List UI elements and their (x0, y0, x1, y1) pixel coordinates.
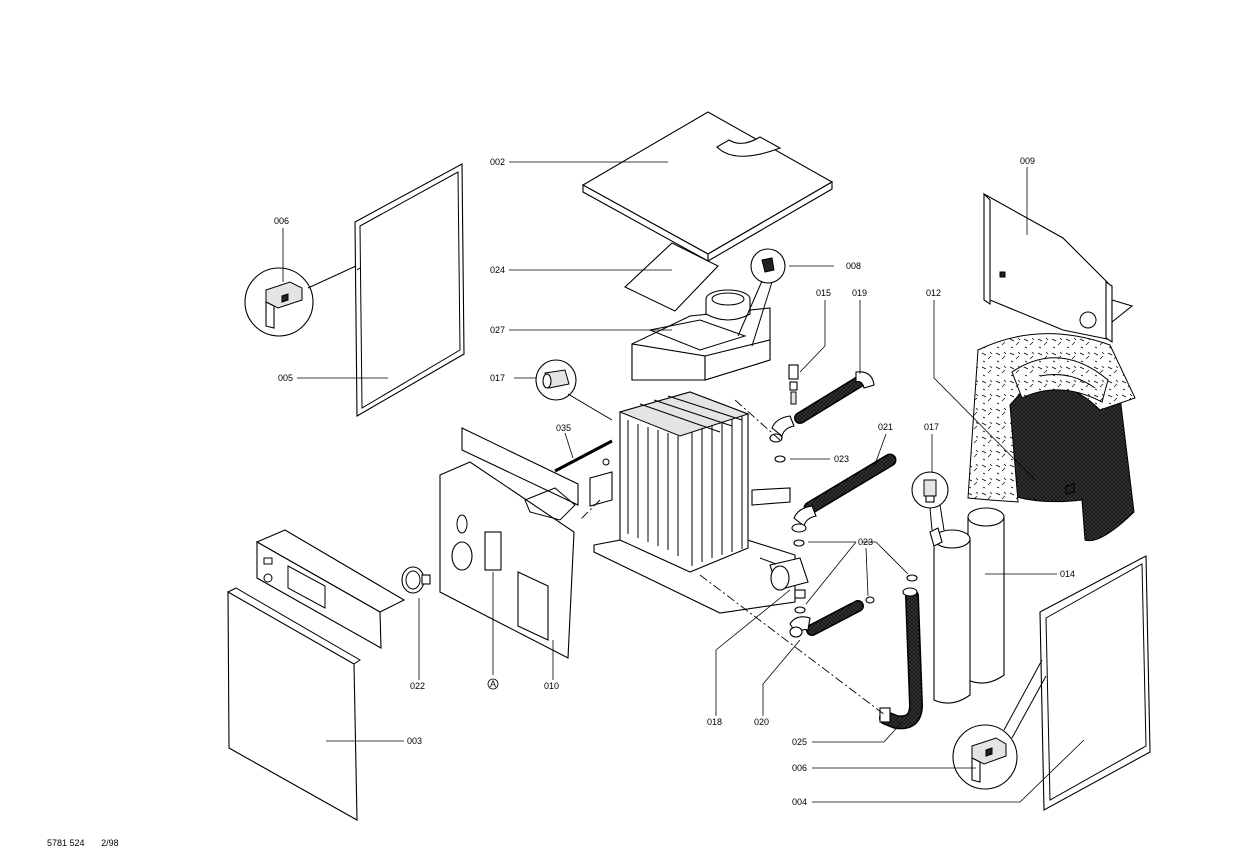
label-021: 021 (878, 422, 893, 432)
label-006-upper: 006 (274, 216, 289, 226)
label-002: 002 (490, 157, 505, 167)
front-panel-003 (227, 587, 361, 821)
rear-panel-009 (983, 192, 1134, 344)
label-005: 005 (278, 373, 293, 383)
top-cover-002 (581, 111, 834, 262)
label-035: 035 (556, 423, 571, 433)
pipe-019 (769, 371, 875, 443)
label-014: 014 (1060, 569, 1075, 579)
pipe-020 (789, 600, 864, 638)
label-009: 009 (1020, 156, 1035, 166)
label-022: 022 (410, 681, 425, 691)
label-008: 008 (846, 261, 861, 271)
pump-018 (759, 557, 809, 599)
side-panel-005 (354, 163, 465, 417)
label-a: A (490, 679, 496, 689)
label-012: 012 (926, 288, 941, 298)
assembly-centerlines (579, 399, 886, 716)
label-004: 004 (792, 797, 807, 807)
label-010: 010 (544, 681, 559, 691)
insulation-jacket-012 (967, 333, 1136, 542)
seals-023 (774, 455, 918, 614)
control-panel (255, 529, 406, 649)
label-020: 020 (754, 717, 769, 727)
flue-hood-027 (631, 289, 771, 381)
part-labels: 002 024 027 006 005 017 035 008 015 019 … (274, 156, 1075, 807)
fitting-015 (788, 364, 799, 405)
label-017-right: 017 (924, 422, 939, 432)
drawing-footer: 5781 524 2/98 (47, 838, 133, 848)
gauge-022 (401, 566, 431, 594)
label-023-upper: 023 (834, 454, 849, 464)
label-027: 027 (490, 325, 505, 335)
insulation-sheet-024 (624, 242, 719, 312)
side-panel-004 (1039, 555, 1151, 811)
detail-circle-017-left (535, 359, 613, 421)
detail-circle-006-lower (952, 659, 1047, 790)
document-number: 5781 524 (47, 838, 85, 848)
label-019: 019 (852, 288, 867, 298)
label-003: 003 (407, 736, 422, 746)
label-017-left: 017 (490, 373, 505, 383)
rod-035 (554, 439, 613, 473)
pipe-021 (791, 453, 897, 533)
date-code: 2/98 (101, 838, 119, 848)
pipe-025 (879, 587, 924, 730)
label-024: 024 (490, 265, 505, 275)
back-plate-010 (439, 427, 579, 659)
label-006-lower: 006 (792, 763, 807, 773)
detail-circle-006-upper (244, 265, 357, 337)
leader-lines (282, 161, 1085, 803)
label-023-lower: 023 (858, 537, 873, 547)
detail-circle-008 (737, 248, 786, 347)
label-025: 025 (792, 737, 807, 747)
label-015: 015 (816, 288, 831, 298)
label-018: 018 (707, 717, 722, 727)
expansion-vessels-014 (933, 507, 1005, 704)
heat-exchanger-block (589, 391, 796, 614)
detail-circle-017-right (911, 471, 949, 547)
